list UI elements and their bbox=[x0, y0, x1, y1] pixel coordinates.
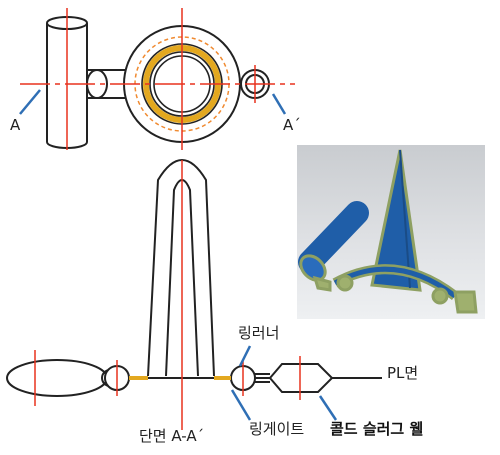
section-leaders bbox=[19, 89, 287, 115]
parting-line-label: PL면 bbox=[387, 364, 419, 382]
cold-slug-well-label: 콜드 슬러그 웰 bbox=[330, 420, 424, 438]
top-view bbox=[46, 16, 270, 149]
ring-gate-label: 링게이트 bbox=[249, 420, 305, 438]
section-caption: 단면 A-A´ bbox=[139, 427, 205, 445]
cold-slug-well-section bbox=[268, 363, 334, 393]
ring-runner-label: 링러너 bbox=[238, 324, 280, 342]
render-sprue-cylinder bbox=[298, 201, 369, 282]
section-mark-right: A´ bbox=[283, 116, 301, 134]
section-center-lines bbox=[34, 160, 301, 430]
section-outer-profile bbox=[147, 159, 215, 377]
section-mark-left: A bbox=[10, 116, 21, 134]
3d-render bbox=[298, 149, 478, 314]
top-center-lines bbox=[20, 8, 295, 150]
section-label-leaders bbox=[230, 345, 338, 421]
section-view bbox=[6, 159, 382, 397]
